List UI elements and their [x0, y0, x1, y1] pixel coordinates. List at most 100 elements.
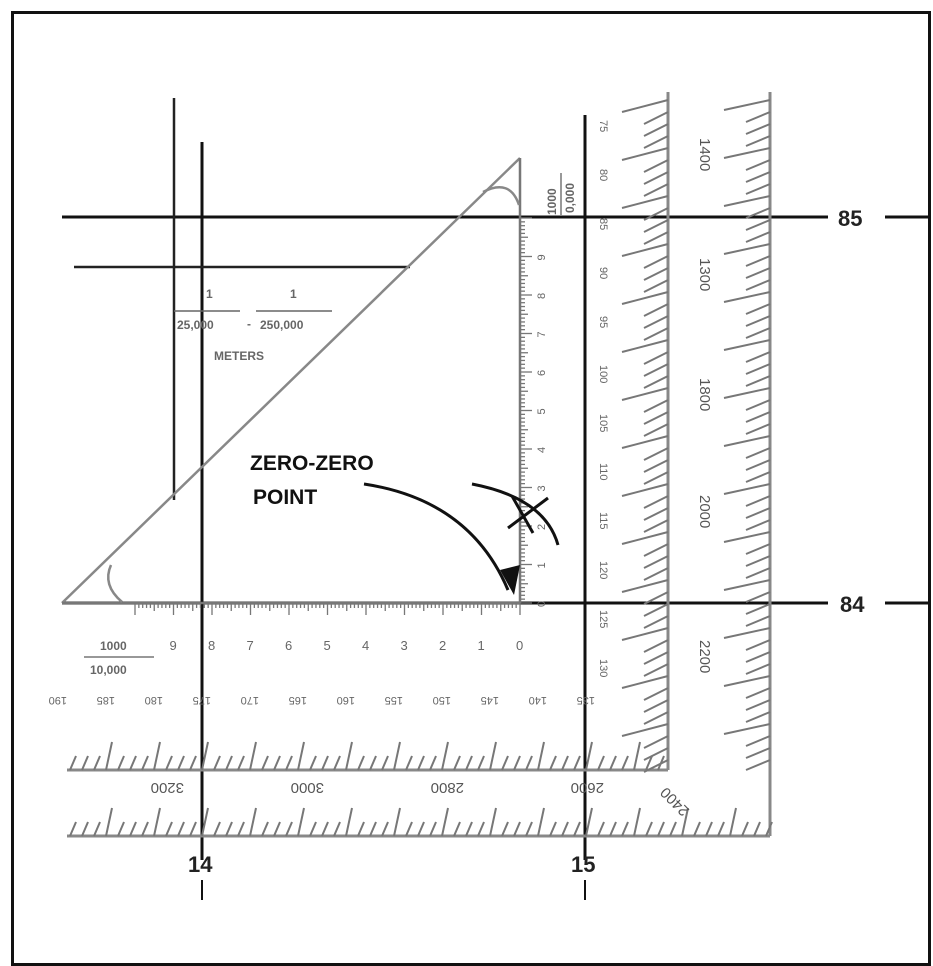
protractor-tick	[745, 639, 771, 651]
protractor-tick	[381, 821, 389, 837]
protractor-tick	[643, 615, 669, 629]
protractor-tick	[643, 687, 669, 701]
protractor-tick	[643, 219, 669, 233]
protractor-inner-right-number: 75	[597, 120, 609, 132]
triangle-vertical-number: 3	[536, 485, 548, 491]
protractor-tick	[643, 207, 669, 221]
protractor-tick	[165, 821, 173, 837]
protractor-tick	[723, 531, 771, 543]
protractor-tick	[453, 821, 461, 837]
protractor-tick	[643, 423, 669, 437]
protractor-tick	[723, 483, 771, 495]
protractor-inner-bottom-number: 145	[481, 694, 499, 706]
protractor-tick	[643, 519, 669, 533]
triangle-horizontal-number: 3	[401, 638, 408, 653]
protractor-tick	[333, 821, 341, 837]
protractor-inner-bottom-number: 135	[577, 694, 595, 706]
protractor-tick	[489, 807, 497, 837]
protractor-tick	[643, 699, 669, 713]
protractor-tick	[117, 755, 125, 771]
triangle-horizontal-number: 6	[285, 638, 292, 653]
protractor-tick	[621, 483, 669, 497]
protractor-tick	[429, 821, 437, 837]
protractor-tick	[643, 327, 669, 341]
protractor-tick	[501, 821, 509, 837]
protractor-tick	[717, 821, 725, 837]
protractor-tick	[621, 195, 669, 209]
svg-text:1: 1	[206, 287, 213, 301]
protractor-tick	[429, 755, 437, 771]
protractor-tick	[745, 255, 771, 267]
protractor-tick	[723, 387, 771, 399]
protractor-inner-right-number: 95	[597, 316, 609, 328]
protractor-tick	[81, 821, 89, 837]
protractor-tick	[537, 741, 545, 771]
triangle-horizontal-number: 7	[247, 638, 254, 653]
arrow-head	[500, 565, 520, 595]
protractor-tick	[745, 447, 771, 459]
protractor-tick	[745, 555, 771, 567]
protractor-tick	[723, 291, 771, 303]
protractor-tick	[477, 755, 485, 771]
protractor-tick	[643, 711, 669, 725]
protractor-tick	[643, 591, 669, 605]
protractor-tick	[621, 339, 669, 353]
protractor-tick	[237, 755, 245, 771]
protractor-tick	[321, 821, 329, 837]
protractor-tick	[621, 723, 669, 737]
protractor-tick	[723, 243, 771, 255]
protractor-tick	[643, 183, 669, 197]
protractor-tick	[745, 459, 771, 471]
triangle-vertical-number: 8	[536, 293, 548, 299]
protractor-tick	[643, 567, 669, 581]
svg-text:1000: 1000	[545, 188, 559, 215]
protractor-inner-bottom-number: 180	[145, 694, 163, 706]
protractor-tick	[643, 363, 669, 377]
protractor-tick	[621, 627, 669, 641]
protractor-tick	[745, 519, 771, 531]
protractor-tick	[745, 183, 771, 195]
protractor-tick	[745, 279, 771, 291]
protractor-outer-bottom-number: 3000	[291, 779, 324, 796]
protractor-inner-right-number: 125	[597, 610, 609, 628]
protractor-tick	[561, 821, 569, 837]
protractor-inner-bottom-number: 170	[241, 694, 259, 706]
protractor-tick	[273, 755, 281, 771]
protractor-tick	[643, 663, 669, 677]
protractor-tick	[489, 741, 497, 771]
protractor-inner-right-number: 85	[597, 218, 609, 230]
protractor-tick	[723, 99, 771, 111]
protractor-outer-bottom-number: 2600	[571, 779, 604, 796]
protractor-tick	[643, 747, 669, 761]
triangle-vertical-number: 9	[536, 254, 548, 260]
protractor-tick	[643, 171, 669, 185]
protractor-tick	[561, 755, 569, 771]
protractor-tick	[723, 435, 771, 447]
triangle-horizontal-number: 1	[478, 638, 485, 653]
protractor-tick	[573, 821, 581, 837]
protractor-tick	[643, 495, 669, 509]
protractor-tick	[745, 219, 771, 231]
protractor-tick	[105, 807, 113, 837]
protractor-tick	[745, 135, 771, 147]
protractor-tick	[643, 267, 669, 281]
svg-text:1000: 1000	[100, 639, 127, 653]
protractor-tick	[643, 303, 669, 317]
protractor-tick	[417, 821, 425, 837]
protractor-tick	[723, 723, 771, 735]
protractor-tick	[745, 711, 771, 723]
easting-label-15: 15	[571, 852, 595, 877]
protractor-tick	[745, 687, 771, 699]
protractor-tick	[213, 821, 221, 837]
protractor-tick	[285, 821, 293, 837]
protractor-tick	[369, 755, 377, 771]
protractor-tick	[501, 755, 509, 771]
protractor-tick	[621, 755, 629, 771]
triangle-ticks	[134, 217, 532, 615]
protractor-outer-right-number: 1400	[696, 138, 713, 171]
protractor-tick	[393, 741, 401, 771]
protractor-tick	[633, 807, 641, 837]
